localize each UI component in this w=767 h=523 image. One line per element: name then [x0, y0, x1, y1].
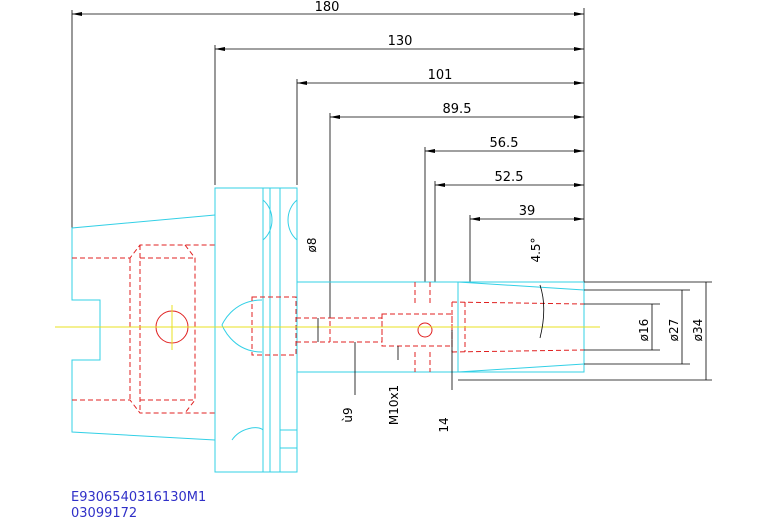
diameter-dims — [317, 281, 712, 395]
dim-angle: 4.5° — [529, 237, 543, 262]
dim-52-5: 52.5 — [495, 170, 524, 185]
dimension-lines — [71, 8, 585, 318]
dim-101: 101 — [428, 68, 453, 83]
dim-d8: ø8 — [305, 238, 319, 253]
part-code: E9306540316130M1 — [71, 490, 206, 505]
coolant-hole — [417, 322, 433, 338]
dim-56-5: 56.5 — [490, 136, 519, 151]
dimension-arrows — [72, 12, 584, 221]
dim-d34: ø34 — [691, 319, 705, 342]
dim-39: 39 — [519, 204, 536, 219]
dim-130: 130 — [388, 34, 413, 49]
hidden-lines — [72, 244, 585, 414]
dim-d16: ø16 — [637, 319, 651, 342]
dim-180: 180 — [315, 0, 340, 15]
dim-14: 14 — [437, 417, 451, 432]
dim-m10x1: M10x1 — [387, 385, 401, 425]
serial-number: 03099172 — [71, 506, 137, 521]
dim-d9: ù9 — [341, 407, 355, 422]
dim-d27: ø27 — [667, 319, 681, 342]
holder-outline — [71, 187, 585, 473]
dim-89-5: 89.5 — [443, 102, 472, 117]
